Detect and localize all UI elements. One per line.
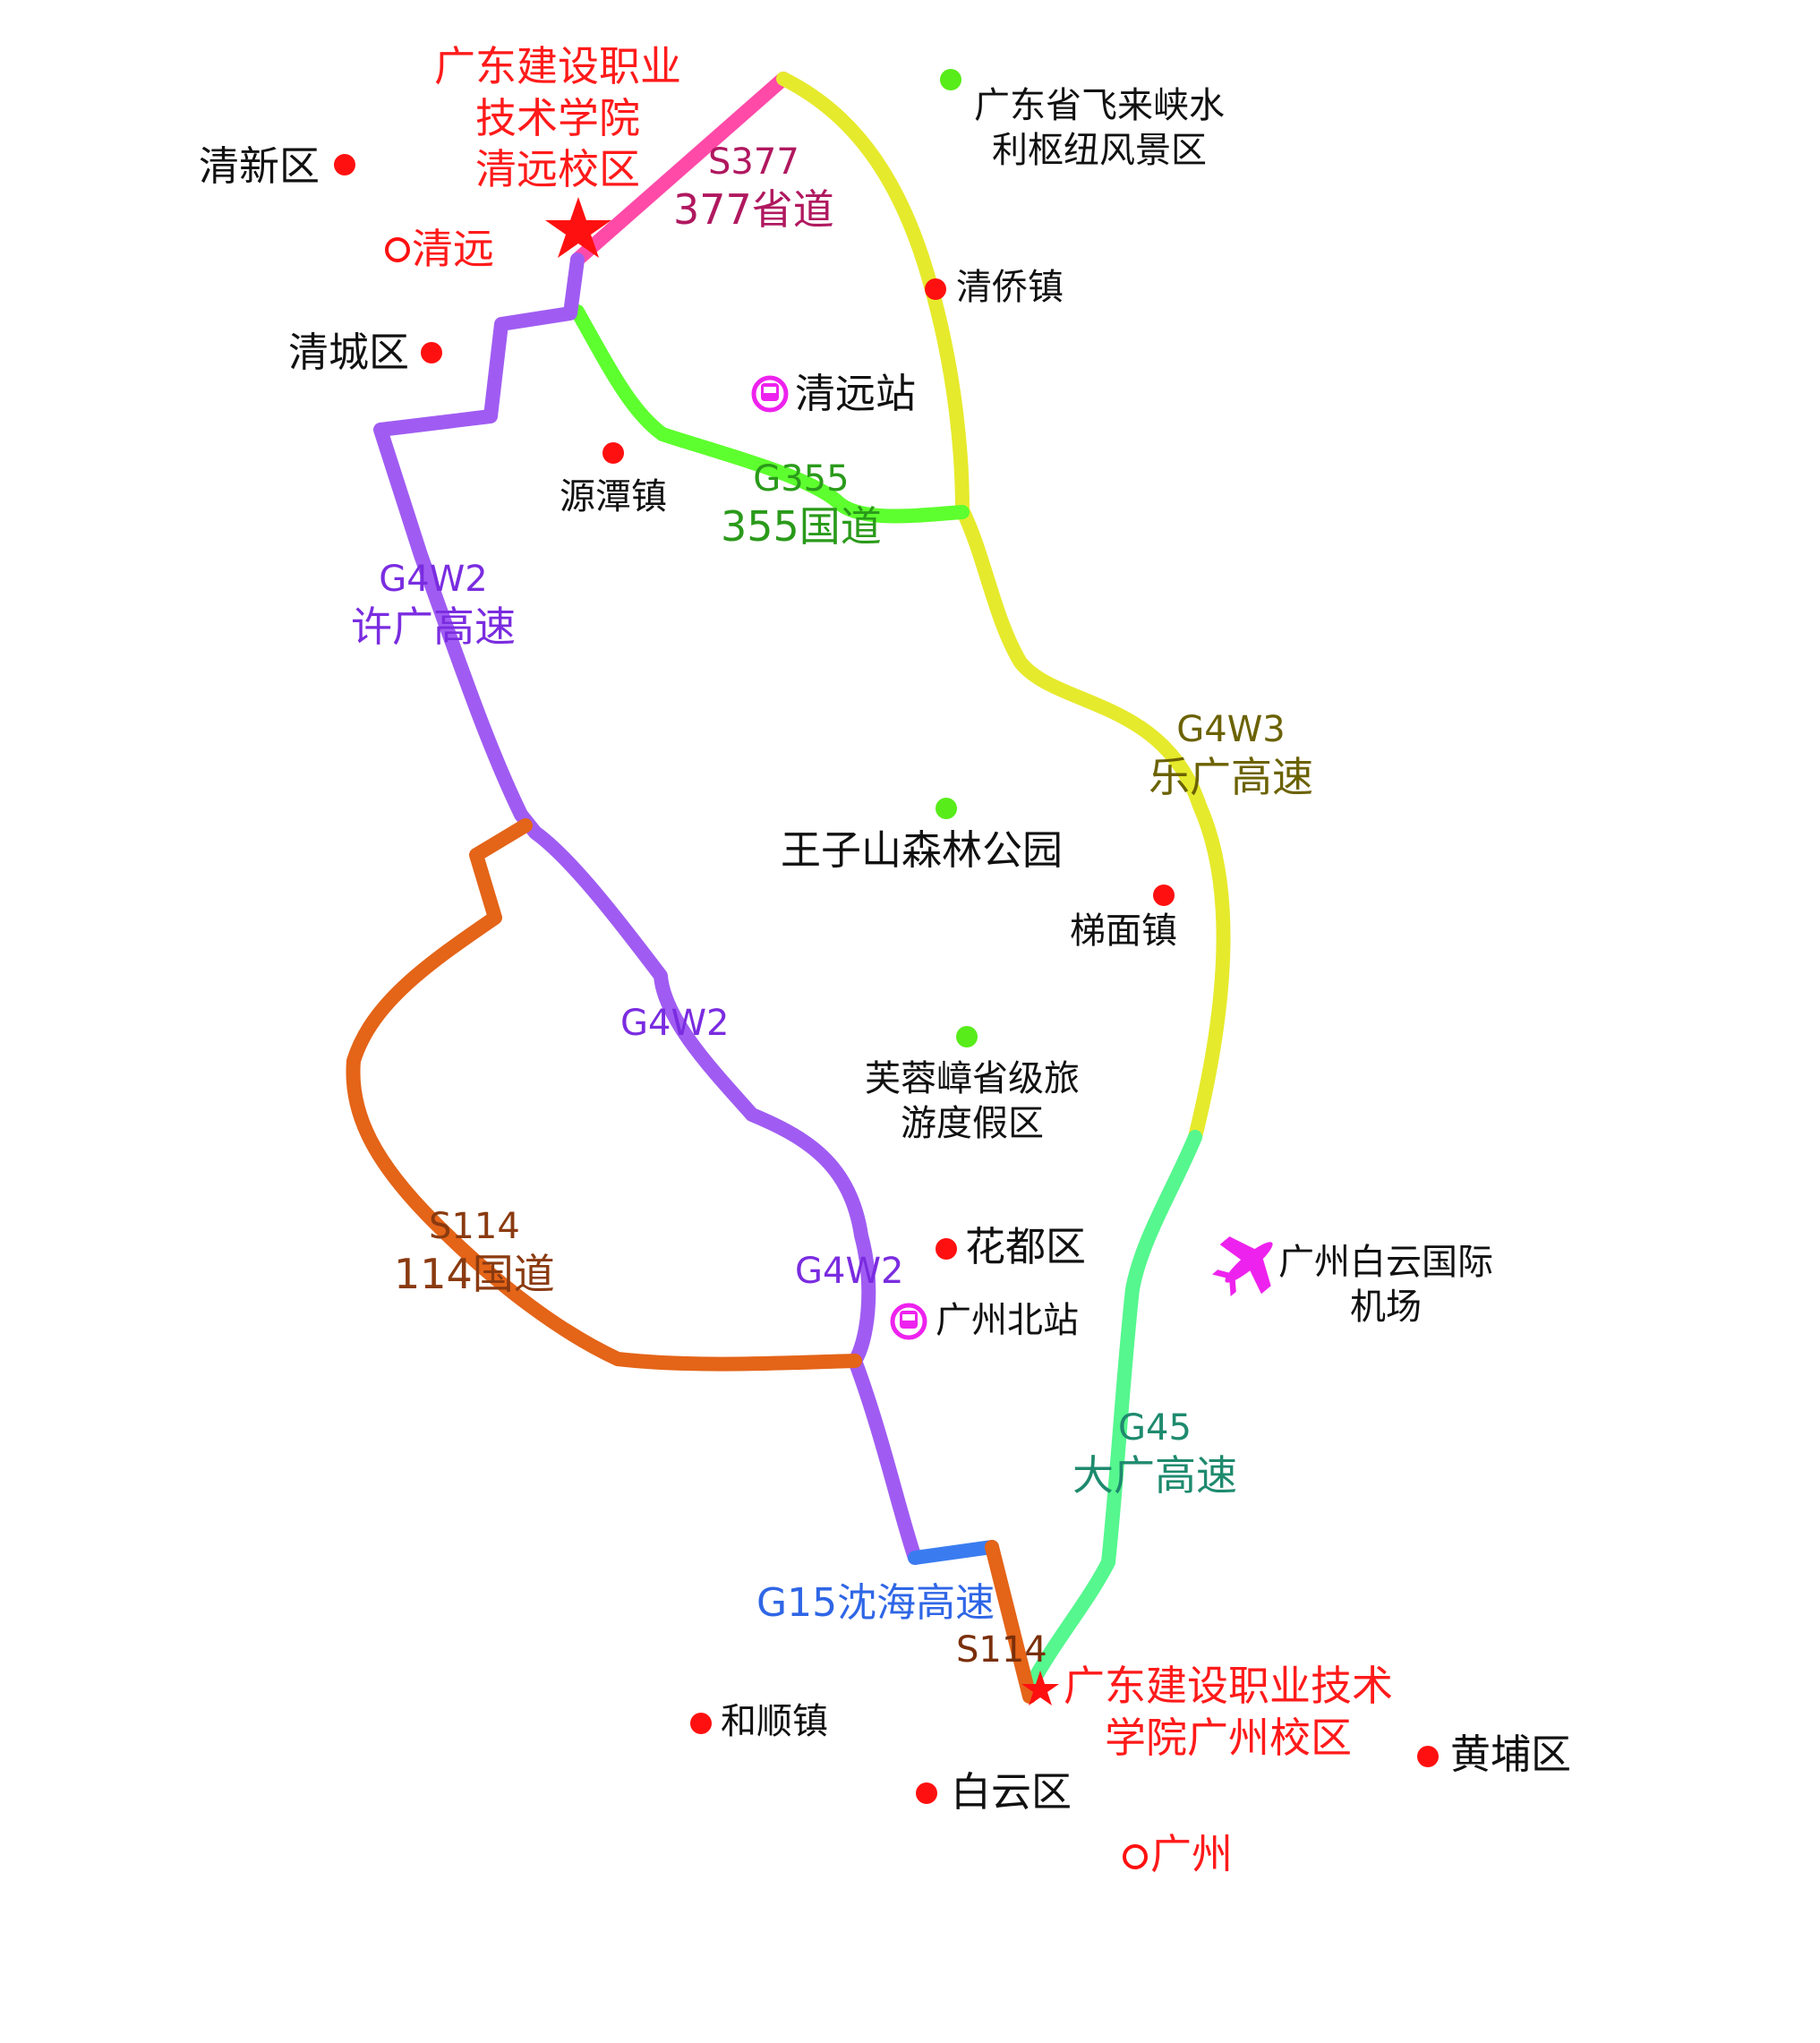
- place-label-huadu: 花都区: [965, 1223, 1087, 1270]
- airport-label: 广州白云国际 机场: [1278, 1242, 1493, 1328]
- place-dot-huangpu: [1417, 1746, 1439, 1767]
- place-dot-huadu: [936, 1238, 957, 1260]
- place-label-qingqiao: 清侨镇: [956, 267, 1064, 308]
- campus-label-qingyuan: 广东建设职业 技术学院 清远校区: [434, 42, 681, 193]
- campus-label-guangzhou: 广东建设职业技术 学院广州校区: [1064, 1662, 1393, 1762]
- scenic-dot-wangzishan: [936, 798, 957, 819]
- scenic-dot-furongzhang: [956, 1026, 978, 1047]
- road-label-g4w2-low: G4W2: [795, 1251, 904, 1292]
- road-label-g4w2-main: G4W2 许广高速: [351, 559, 516, 651]
- place-label-qingcheng: 清城区: [288, 329, 410, 376]
- place-dot-qingcheng: [421, 342, 442, 363]
- road-label-s377: S377 377省道: [673, 141, 834, 234]
- train-station-icon: [890, 1303, 927, 1340]
- road-label-g4w3: G4W3 乐广高速: [1149, 709, 1313, 801]
- road-s114-west: [346, 818, 862, 1372]
- road-s377: [570, 72, 790, 267]
- place-dot-yuantan: [602, 442, 624, 464]
- place-label-yuantan: 源潭镇: [560, 476, 667, 517]
- place-label-heshun: 和顺镇: [721, 1701, 828, 1742]
- place-label-huangpu: 黄埔区: [1450, 1731, 1572, 1778]
- place-dot-qingqiao: [925, 278, 946, 300]
- campus-star-qingyuan: [545, 197, 611, 258]
- scenic-dot-feilaixia: [940, 69, 961, 90]
- station-label-guangzhou-north: 广州北站: [936, 1300, 1079, 1341]
- city-label-qingyuan: 清远: [412, 225, 494, 273]
- city-marker-qingyuan: [385, 237, 410, 262]
- city-marker-guangzhou: [1123, 1844, 1148, 1869]
- train-station-icon: [751, 375, 789, 413]
- campus-star-guangzhou: [1021, 1671, 1059, 1705]
- place-dot-qingxin: [334, 154, 355, 175]
- place-dot-timian: [1153, 885, 1175, 906]
- road-g45: [1022, 1130, 1202, 1695]
- road-s114-south: [985, 1540, 1037, 1704]
- road-g15: [908, 1540, 999, 1565]
- road-label-g355: G355 355国道: [721, 458, 882, 551]
- road-label-s114-west: S114 114国道: [394, 1206, 555, 1298]
- place-label-timian: 梯面镇: [1070, 910, 1177, 952]
- road-g355: [570, 304, 970, 524]
- place-label-qingxin: 清新区: [199, 142, 320, 190]
- road-label-g4w2-mid: G4W2: [620, 1003, 730, 1044]
- airplane-icon: [1212, 1236, 1273, 1296]
- station-label-qingyuan: 清远站: [795, 370, 917, 417]
- place-dot-baiyun: [916, 1782, 937, 1804]
- scenic-label-wangzishan: 王子山森林公园: [781, 826, 1064, 874]
- city-label-guangzhou: 广州: [1150, 1830, 1233, 1878]
- road-label-g15: G15沈海高速: [756, 1580, 995, 1626]
- road-label-g45: G45 大广高速: [1072, 1407, 1237, 1500]
- road-yellow-loop: [776, 72, 1231, 1144]
- place-label-baiyun: 白云区: [951, 1768, 1072, 1816]
- scenic-label-furongzhang: 芙蓉嶂省级旅 游度假区: [865, 1058, 1080, 1144]
- place-dot-heshun: [690, 1713, 712, 1734]
- road-label-s114-south: S114: [956, 1629, 1047, 1671]
- scenic-label-feilaixia: 广东省飞来峡水 利枢纽风景区: [974, 85, 1225, 171]
